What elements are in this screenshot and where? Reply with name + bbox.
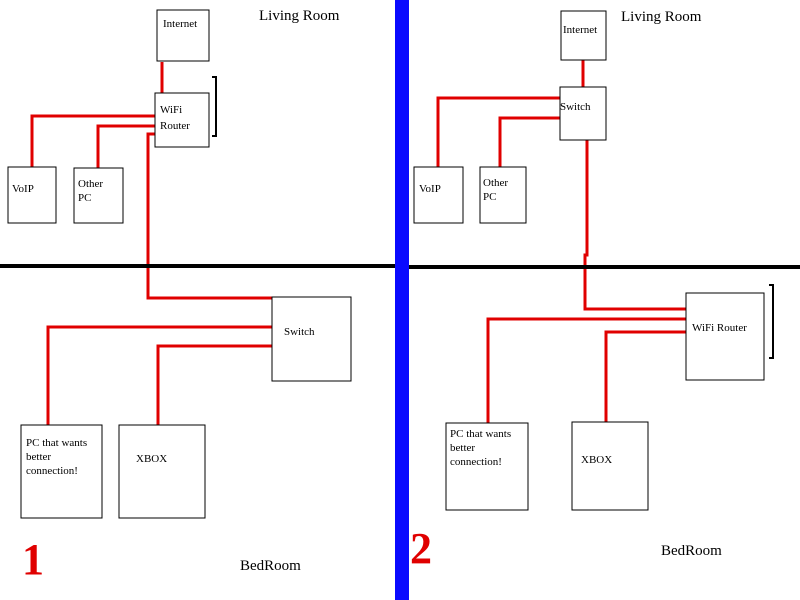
node-internet: Internet — [560, 10, 607, 61]
wire-switch-to-xbox — [156, 344, 272, 425]
node-pc-label-line-3: connection! — [450, 456, 502, 468]
node-switch-label: Switch — [560, 101, 591, 113]
node-xbox-label: XBOX — [136, 453, 167, 465]
node-voip-label: VoIP — [419, 183, 441, 195]
panel-2-top-room-label: Living Room — [621, 9, 702, 25]
node-pc-label-line-2: better — [26, 451, 51, 463]
node-xbox: XBOX — [571, 421, 649, 511]
node-pc-label-line-3: connection! — [26, 465, 78, 477]
panel-1-top-room-label: Living Room — [259, 8, 340, 24]
node-wifi-router: WiFi Router — [154, 92, 210, 148]
panel-2-bottom-room-label: BedRoom — [661, 543, 722, 559]
node-internet-label: Internet — [163, 18, 197, 30]
node-wifi-router-label-line-2: Router — [160, 120, 190, 132]
wire-switch-to-other-pc — [498, 116, 560, 167]
wire-switch-to-voip — [436, 96, 560, 167]
node-internet-label: Internet — [563, 24, 597, 36]
panel-1-wires — [30, 62, 272, 425]
node-xbox: XBOX — [118, 424, 206, 519]
node-pc: PC that wants better connection! — [445, 422, 529, 511]
node-switch: Switch — [559, 86, 607, 141]
node-wifi-router: WiFi Router — [685, 292, 765, 381]
node-wifi-router-label: WiFi Router — [692, 322, 747, 334]
node-voip-label: VoIP — [12, 183, 34, 195]
node-other-pc: Other PC — [73, 167, 124, 224]
node-pc: PC that wants better connection! — [20, 424, 103, 519]
panel-1: Internet WiFi Router VoIP Other PC Switc… — [7, 8, 352, 584]
panel-2: Internet Switch VoIP Other PC WiFi Route… — [410, 9, 774, 573]
router-antenna — [212, 76, 217, 137]
node-xbox-label: XBOX — [581, 454, 612, 466]
wire-router-to-voip — [30, 114, 155, 167]
node-voip: VoIP — [413, 166, 464, 224]
panel-1-bottom-room-label: BedRoom — [240, 558, 301, 574]
panel-2-wires — [436, 60, 686, 423]
panel-divider — [395, 0, 409, 600]
node-other-pc-label-line-2: PC — [483, 191, 496, 203]
panel-1-number: 1 — [22, 535, 44, 584]
router-antenna — [769, 284, 774, 359]
wire-switch-to-router — [583, 140, 686, 311]
panel-2-number: 2 — [410, 524, 432, 573]
node-pc-label-line-1: PC that wants — [450, 428, 511, 440]
wire-router-to-switch — [146, 132, 272, 300]
wire-switch-to-pc — [46, 325, 272, 425]
node-other-pc-label-line-1: Other — [78, 178, 103, 190]
node-pc-label-line-2: better — [450, 442, 475, 454]
node-switch-label: Switch — [284, 326, 315, 338]
node-voip: VoIP — [7, 166, 57, 224]
node-internet: Internet — [156, 9, 210, 62]
node-switch: Switch — [271, 296, 352, 382]
wire-router-to-xbox — [604, 330, 686, 422]
node-other-pc-label-line-2: PC — [78, 192, 91, 204]
wire-router-to-other-pc — [96, 124, 155, 168]
node-other-pc: Other PC — [479, 166, 527, 224]
node-other-pc-label-line-1: Other — [483, 177, 508, 189]
wire-router-to-pc — [486, 317, 686, 423]
node-wifi-router-label-line-1: WiFi — [160, 104, 182, 116]
node-pc-label-line-1: PC that wants — [26, 437, 87, 449]
